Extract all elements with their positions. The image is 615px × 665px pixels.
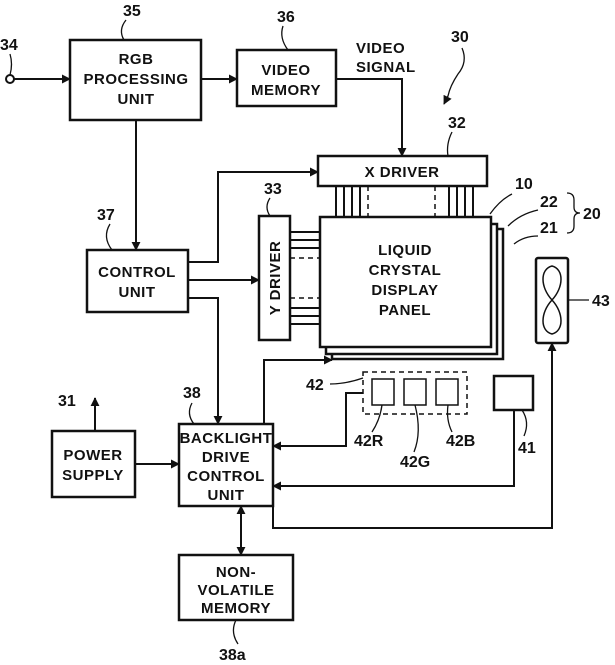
- backlight-label-4: UNIT: [208, 487, 245, 504]
- led-green: [404, 379, 426, 405]
- ref-42b: 42B: [446, 433, 475, 450]
- power-supply: POWER SUPPLY: [52, 431, 135, 497]
- lcd-label-4: PANEL: [379, 302, 431, 319]
- led-red: [372, 379, 394, 405]
- ref-42: 42: [306, 377, 324, 394]
- ref-34: 34: [0, 37, 18, 54]
- rgb-label-1: RGB: [119, 51, 154, 68]
- ref-38: 38: [183, 385, 201, 402]
- y-driver: Y DRIVER: [259, 216, 290, 340]
- nvm-label-1: NON-: [216, 564, 256, 581]
- ref-20: 20: [583, 206, 601, 223]
- ref-42g: 42G: [400, 454, 430, 471]
- ref-37: 37: [97, 207, 115, 224]
- lcd-label-1: LIQUID: [378, 242, 432, 259]
- x-driver-label: X DRIVER: [365, 164, 440, 181]
- ref-33: 33: [264, 181, 282, 198]
- ref-21: 21: [540, 220, 558, 237]
- input-terminal: [6, 75, 14, 83]
- lcd-label-3: DISPLAY: [371, 282, 438, 299]
- ref-35: 35: [123, 3, 141, 20]
- ref-32: 32: [448, 115, 466, 132]
- power-supply-label-2: SUPPLY: [62, 467, 124, 484]
- ref-30: 30: [451, 29, 469, 46]
- ref-36: 36: [277, 9, 295, 26]
- video-signal-label-2: SIGNAL: [356, 59, 416, 76]
- ref-10: 10: [515, 176, 533, 193]
- non-volatile-memory: NON- VOLATILE MEMORY: [179, 555, 293, 620]
- led-blue: [436, 379, 458, 405]
- nvm-label-2: VOLATILE: [197, 582, 274, 599]
- ref-38a: 38a: [219, 647, 246, 664]
- power-supply-label-1: POWER: [63, 447, 122, 464]
- ref-31: 31: [58, 393, 76, 410]
- lcd-panel-stack: LIQUID CRYSTAL DISPLAY PANEL: [320, 217, 503, 359]
- fan-unit: [536, 258, 568, 343]
- nvm-label-3: MEMORY: [201, 600, 271, 617]
- ref-42r: 42R: [354, 433, 384, 450]
- y-driver-label: Y DRIVER: [267, 241, 284, 316]
- video-memory-label-1: VIDEO: [261, 62, 310, 79]
- control-unit-label-2: UNIT: [119, 284, 156, 301]
- rgb-label-2: PROCESSING: [83, 71, 188, 88]
- rgb-processing-unit: RGB PROCESSING UNIT: [70, 40, 201, 120]
- backlight-label-3: CONTROL: [187, 468, 265, 485]
- rgb-label-3: UNIT: [118, 91, 155, 108]
- backlight-label-2: DRIVE: [202, 449, 250, 466]
- backlight-label-1: BACKLIGHT: [180, 430, 273, 447]
- control-unit: CONTROL UNIT: [87, 250, 188, 312]
- ref-41: 41: [518, 440, 536, 457]
- control-unit-label-1: CONTROL: [98, 264, 176, 281]
- video-memory-label-2: MEMORY: [251, 82, 321, 99]
- video-signal-label-1: VIDEO: [356, 40, 405, 57]
- ref-22: 22: [540, 194, 558, 211]
- ref-43: 43: [592, 293, 610, 310]
- sensor-41: [494, 376, 533, 410]
- x-driver: X DRIVER: [318, 156, 487, 186]
- video-memory: VIDEO MEMORY: [237, 50, 336, 106]
- lcd-label-2: CRYSTAL: [369, 262, 442, 279]
- backlight-drive-control-unit: BACKLIGHT DRIVE CONTROL UNIT: [179, 424, 273, 506]
